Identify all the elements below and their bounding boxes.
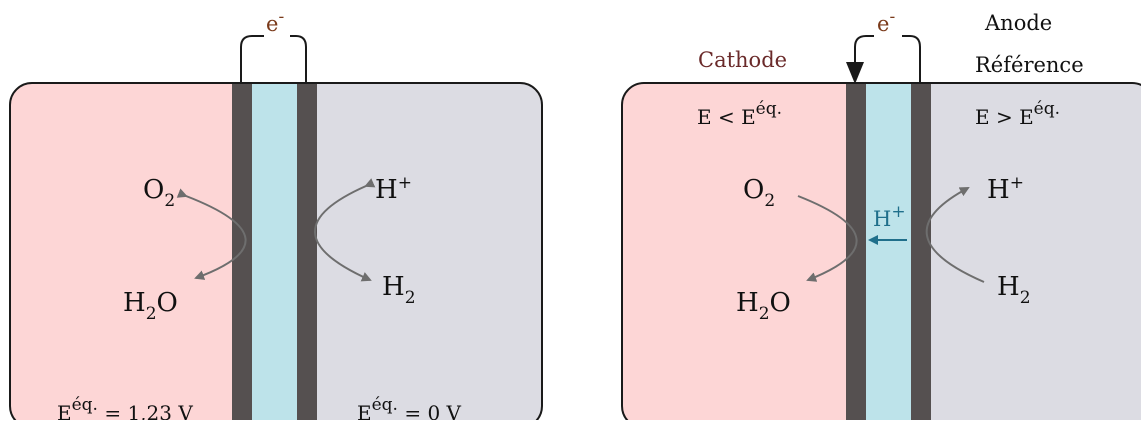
right-cathode-electrode <box>846 83 866 425</box>
left-membrane <box>252 83 297 425</box>
membrane-proton-label: H+ <box>873 202 906 231</box>
right-cell-outline <box>621 82 1141 425</box>
left-o2-reduction-arrow <box>176 188 247 280</box>
left-cell: e- O2 H2O H+ H2 Eéq. = 1,23 V Eéq. = 0 V <box>9 7 543 425</box>
right-h2-label: H2 <box>997 272 1031 308</box>
right-o2-label: O2 <box>743 175 775 211</box>
left-electron-label: e- <box>266 7 284 36</box>
left-cathode-electrode <box>232 83 252 425</box>
left-anode-compartment <box>317 83 542 425</box>
cathode-label: Cathode <box>698 48 787 72</box>
right-membrane <box>866 83 911 425</box>
left-cathode-compartment <box>10 83 232 425</box>
anode-potential-condition: E > Eéq. <box>975 99 1060 129</box>
right-hplus-label: H+ <box>987 173 1024 205</box>
left-cell-outline <box>9 82 543 425</box>
right-anode-compartment <box>931 83 1141 425</box>
cathode-potential-condition: E < Eéq. <box>697 99 782 129</box>
left-external-wire <box>240 35 307 83</box>
left-hplus-label: H+ <box>375 173 412 205</box>
right-cathode-compartment <box>622 83 846 425</box>
right-electron-flow-arrowhead <box>846 62 864 84</box>
reference-label: Référence <box>975 53 1084 77</box>
anode-label: Anode <box>984 11 1052 35</box>
left-h2o-label: H2O <box>123 288 178 324</box>
right-cell: e- Cathode Anode Référence E < Eéq. E > … <box>621 7 1141 425</box>
left-o2-label: O2 <box>143 175 175 211</box>
left-hydrogen-arrow <box>314 178 376 282</box>
right-anode-electrode <box>911 83 931 425</box>
right-h2o-label: H2O <box>736 288 791 324</box>
left-anode-electrode <box>297 83 317 425</box>
right-external-wire <box>854 35 921 83</box>
right-electron-label: e- <box>877 7 895 36</box>
left-h2-label: H2 <box>382 272 416 308</box>
right-hydrogen-oxidation-arrow <box>925 187 985 283</box>
right-o2-reduction-arrow <box>797 195 858 282</box>
